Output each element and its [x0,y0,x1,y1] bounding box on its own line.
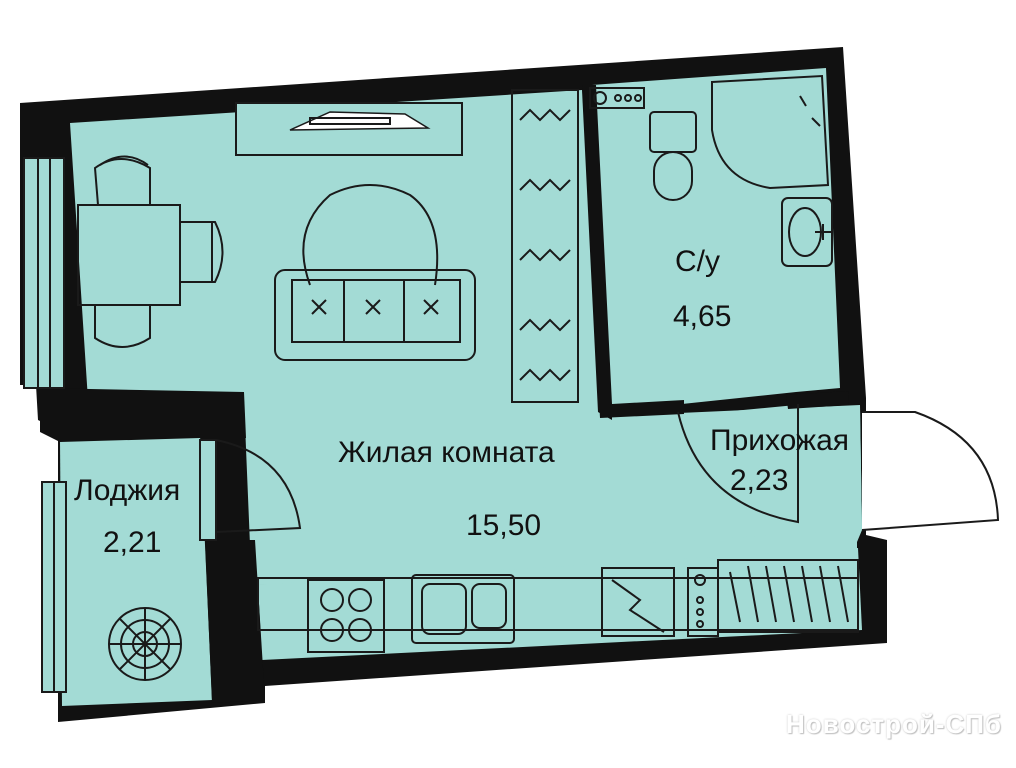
bathroom-partition-wall [582,85,684,418]
loggia-label: Лоджия [74,474,181,507]
loggia-floor [60,434,212,706]
shower-icon [711,74,830,190]
hallway-area: 2,23 [730,464,789,497]
dining-table-icon [77,155,224,348]
living-room-label: Жилая комната [338,436,555,470]
bathroom-label: С/у [675,245,720,278]
bathroom-fixtures [589,74,833,267]
toilet-icon [649,111,697,201]
fridge-icon [601,567,675,637]
armchair-icon [302,184,439,286]
floor-areas [60,68,862,706]
bathroom-door-swing [677,404,799,524]
hallway-label: Прихожая [710,424,850,457]
hallway-partition-wall [786,391,849,409]
loggia-partition-wall [40,388,246,442]
balcony-door-swing [215,439,302,533]
living-window [23,157,65,389]
sofa-icon [274,269,476,361]
bathroom-floor [592,68,840,410]
door-icon [215,404,1000,533]
loggia-area: 2,21 [103,526,162,559]
living-room-area: 15,50 [466,509,542,542]
kitchen-counter [257,559,859,653]
balcony-door-frame [199,439,217,541]
plant-icon [108,607,182,681]
bathroom-area: 4,65 [673,300,732,333]
furniture [77,74,1000,681]
hallway-wardrobe-icon [717,559,859,633]
kitchen-floor [258,548,862,660]
hallway-floor [612,405,862,545]
wardrobe-icon [511,89,579,403]
washer-icon [589,87,645,109]
tv-icon [289,111,431,131]
living-room-name: Жилая комната [338,436,555,469]
kitchen-sink-icon [411,574,515,644]
stove-icon [307,579,385,653]
sink-icon [781,197,833,267]
loggia-side-wall [205,540,265,703]
watermark: Новострой-СПб [786,709,1002,739]
partitions [40,85,849,703]
entrance-door-swing [861,411,1000,531]
